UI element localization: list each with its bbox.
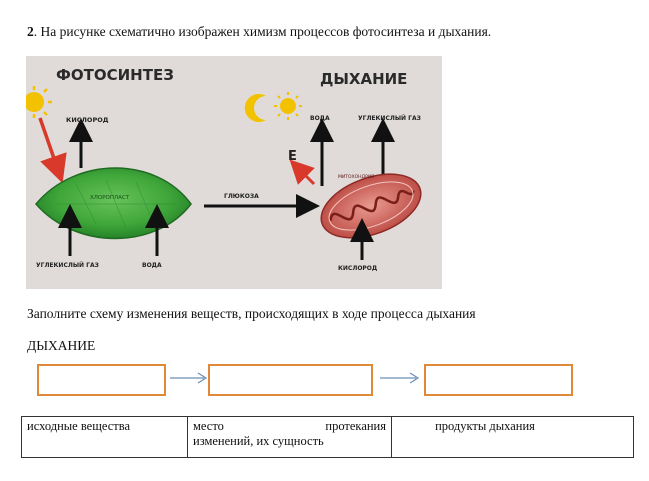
water-out-label: ВОДА [310, 115, 330, 122]
table-cell-products: продукты дыхания [391, 416, 634, 458]
task-description: . На рисунке схематично изображен химизм… [33, 24, 492, 39]
co2-in-label: УГЛЕКИСЛЫЙ ГАЗ [36, 261, 99, 269]
answer-box-products[interactable] [424, 364, 573, 396]
glucose-label: ГЛЮКОЗА [224, 193, 259, 200]
scheme-arrow-2 [380, 372, 420, 384]
mitochondrion [320, 173, 422, 239]
task-number: 2 [27, 24, 34, 39]
photosynthesis-title: ФОТОСИНТЕЗ [56, 66, 174, 84]
scheme-heading: ДЫХАНИЕ [27, 338, 96, 353]
sun-icon-right [274, 92, 302, 120]
task-text: 2. На рисунке схематично изображен химиз… [27, 24, 491, 40]
table-cell-line-2: изменений, их сущность [193, 434, 324, 448]
co2-out-label: УГЛЕКИСЛЫЙ ГАЗ [358, 114, 421, 122]
moon-icon [244, 94, 266, 122]
water-in-label: ВОДА [142, 262, 162, 269]
sun-icon [26, 86, 52, 118]
table-cell-line-1: место протекания [193, 419, 386, 433]
photosynthesis-respiration-figure: ФОТОСИНТЕЗ КИСЛОРОД ХЛОРОПЛАСТ [26, 56, 442, 289]
instruction-text: Заполните схему изменения веществ, проис… [27, 306, 476, 321]
answer-box-initial-substances[interactable] [37, 364, 166, 396]
scheme-arrow-1 [170, 372, 208, 384]
chloroplast-label: ХЛОРОПЛАСТ [90, 195, 130, 201]
answer-box-place-essence[interactable] [208, 364, 373, 396]
oxygen-out-label: КИСЛОРОД [66, 116, 109, 124]
respiration-title: ДЫХАНИЕ [320, 70, 407, 88]
energy-label: E [288, 149, 297, 164]
light-arrow [38, 117, 67, 184]
mitochondrion-label: МИТОХОНДРИЯ [338, 174, 374, 180]
oxygen-in-label: КИСЛОРОД [338, 265, 377, 272]
energy-arrow [289, 159, 316, 186]
table-cell-initial-substances: исходные вещества [21, 416, 188, 458]
